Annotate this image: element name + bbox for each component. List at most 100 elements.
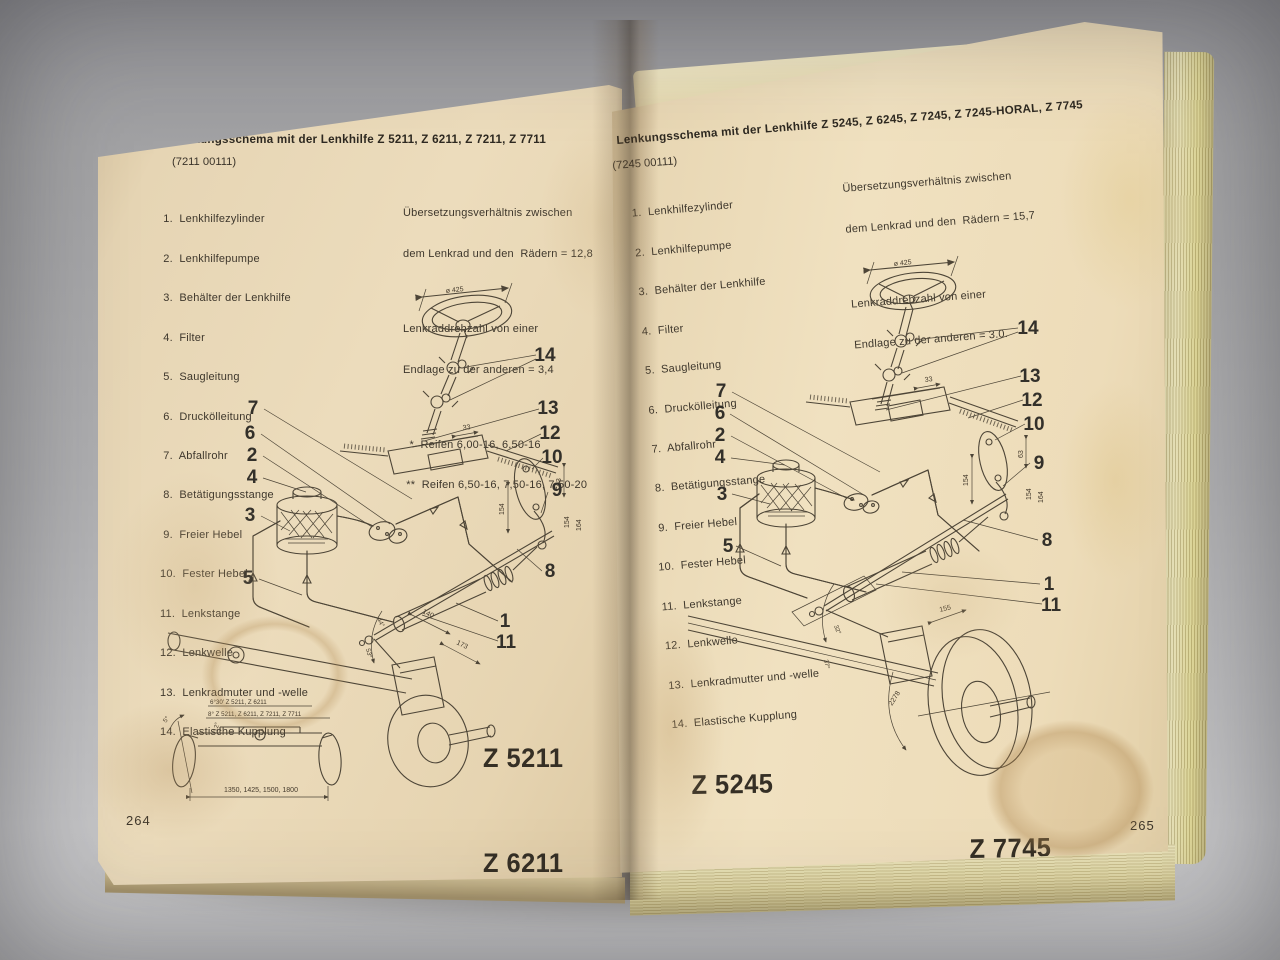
dim-63: 63 [1018, 450, 1025, 458]
list-item: 8. Betätigungsstange [160, 489, 274, 502]
drag-link-drawing [808, 493, 1009, 618]
left-page-number: 264 [126, 813, 151, 828]
hydraulic-pipes-drawing [248, 496, 513, 628]
callout-1: 1 [500, 611, 511, 632]
dim-154: 154 [564, 516, 571, 528]
spec-line: * Reifen 6,00-16, 6,50-16 [403, 438, 541, 451]
left-parts-list: 1. Lenkhilfezylinder 2. Lenkhilfepumpe 3… [160, 187, 308, 766]
dim-164: 164 [1038, 491, 1045, 503]
oil-reservoir-drawing [756, 459, 816, 528]
callout-4: 4 [247, 467, 258, 488]
dim-angle-44: 44° [375, 617, 386, 629]
steering-wheel-drawing [869, 271, 957, 311]
right-page-number: 265 [1130, 818, 1155, 833]
callout-13: 13 [1019, 366, 1040, 387]
dim-rack: 33 [462, 424, 471, 432]
callout-8: 8 [545, 561, 556, 582]
callout-13: 13 [537, 398, 558, 419]
callout-10: 10 [1023, 414, 1044, 435]
right-catalog-code: (7245 00111) [612, 155, 678, 172]
callout-5: 5 [723, 536, 734, 557]
dim-140: 140 [421, 609, 435, 620]
callout-14: 14 [1017, 318, 1039, 339]
dim-154: 154 [1026, 488, 1033, 500]
hydraulic-pipes-drawing [735, 469, 980, 599]
steering-wheel-drawing [421, 294, 513, 339]
list-item: 6. Druckölleitung [160, 410, 252, 423]
dim-angle-32: 32° [832, 624, 842, 636]
right-steering-diagram: ø 425 [687, 255, 1062, 776]
callout-11: 11 [1041, 595, 1062, 616]
lever-bracket-drawing: 154 63 154 164 [499, 458, 583, 550]
callout-7: 7 [716, 381, 727, 402]
callout-2: 2 [715, 425, 726, 446]
callout-5: 5 [243, 568, 254, 589]
list-item: 13. Lenkradmuter und -welle [160, 686, 309, 699]
dim-rack: 33 [924, 376, 933, 384]
list-item: 3. Behälter der Lenkhilfe [160, 292, 291, 305]
dim-camber-1: 6°30′ Z 5211, Z 6211 [210, 699, 267, 706]
dim-63: 63 [556, 478, 563, 486]
list-item: 11. Lenkstange [160, 607, 241, 620]
dim-wheel-diameter: ø 425 [445, 286, 464, 295]
axle-and-wheel-drawing: 140 173 44° 53° [167, 609, 496, 788]
dim-angle-53: 53° [364, 648, 373, 659]
dim-154: 154 [963, 474, 970, 486]
callout-12: 12 [1021, 390, 1042, 411]
spec-line: dem Lenkrad und den Rädern = 15,7 [845, 209, 1036, 236]
lever-bracket-drawing: 154 63 154 164 [963, 431, 1045, 521]
dim-track-widths: 1350, 1425, 1500, 1800 [224, 787, 298, 794]
steering-gear-drawing [339, 434, 559, 479]
callout-9: 9 [552, 480, 563, 501]
callout-3: 3 [245, 505, 256, 526]
callout-1: 1 [1044, 574, 1055, 595]
left-page-title: Lenkungsschema mit der Lenkhilfe Z 5211,… [172, 133, 547, 146]
drag-link-drawing [358, 530, 555, 647]
callout-10: 10 [541, 447, 562, 468]
dim-155: 155 [939, 604, 952, 614]
left-catalog-code: (7211 00111) [172, 156, 237, 168]
list-item: 9. Freier Hebel [160, 528, 243, 541]
model-name: Z 7211 [483, 951, 563, 960]
right-page-title: Lenkungsschema mit der Lenkhilfe Z 5245,… [616, 98, 1084, 147]
list-item: 7. Abfallrohr [160, 450, 228, 463]
right-page: Lenkungsschema mit der Lenkhilfe Z 5245,… [612, 22, 1168, 873]
spec-line: ** Reifen 6,50-16, 7,50-16, 7,50-20 [403, 479, 588, 492]
left-page: Lenkungsschema mit der Lenkhilfe Z 5211,… [98, 85, 622, 885]
list-item: 1. Lenkhilfezylinder [160, 213, 265, 226]
axle-front-view-drawing: 5° 6°30′ Z 5211, Z 6211 8° Z 5211, Z 621… [162, 699, 342, 801]
left-specs: Übersetzungsverhältnis zwischen dem Lenk… [403, 180, 593, 520]
list-item: 12. Lenkwelle [160, 647, 234, 660]
power-cylinder-drawing [843, 516, 989, 603]
spec-line: dem Lenkrad und den Rädern = 12,8 [403, 247, 593, 260]
left-model-list: Z 5211 Z 6211 Z 7211 Z 7711 [483, 671, 564, 960]
callout-8: 8 [1042, 530, 1053, 551]
power-cylinder-drawing [393, 546, 538, 633]
model-name: Z 5245 [691, 768, 774, 800]
dim-camber-2: 8° Z 5211, Z 6211, Z 7211, Z 7711 [208, 711, 302, 718]
callout-2: 2 [247, 445, 258, 466]
list-item: 5. Saugleitung [160, 371, 240, 384]
spec-line: Übersetzungsverhältnis zwischen [842, 170, 1012, 196]
oil-reservoir-drawing [276, 486, 338, 555]
dim-164: 164 [576, 519, 583, 531]
callout-4: 4 [715, 447, 726, 468]
left-steering-diagram: ø 425 [162, 282, 583, 801]
callout-12: 12 [539, 423, 560, 444]
steering-gear-drawing [805, 386, 1019, 433]
callout-6: 6 [245, 423, 256, 444]
dim-154: 154 [499, 503, 506, 515]
list-item: 2. Lenkhilfepumpe [160, 252, 260, 265]
dim-angle-37: 37° [822, 659, 831, 670]
pump-drawing [843, 493, 880, 514]
model-name: Z 5211 [483, 743, 564, 773]
dim-angle-5: 5° [162, 715, 171, 724]
dim-angle-12: 12° [212, 721, 221, 732]
dim-173: 173 [455, 640, 469, 651]
callout-7: 7 [248, 398, 259, 419]
mounting-plate-drawing [791, 575, 877, 627]
list-item: 1. Lenkhilfezylinder [628, 199, 734, 221]
spec-line: Übersetzungsverhältnis zwischen [403, 207, 573, 220]
callout-3: 3 [717, 484, 728, 505]
